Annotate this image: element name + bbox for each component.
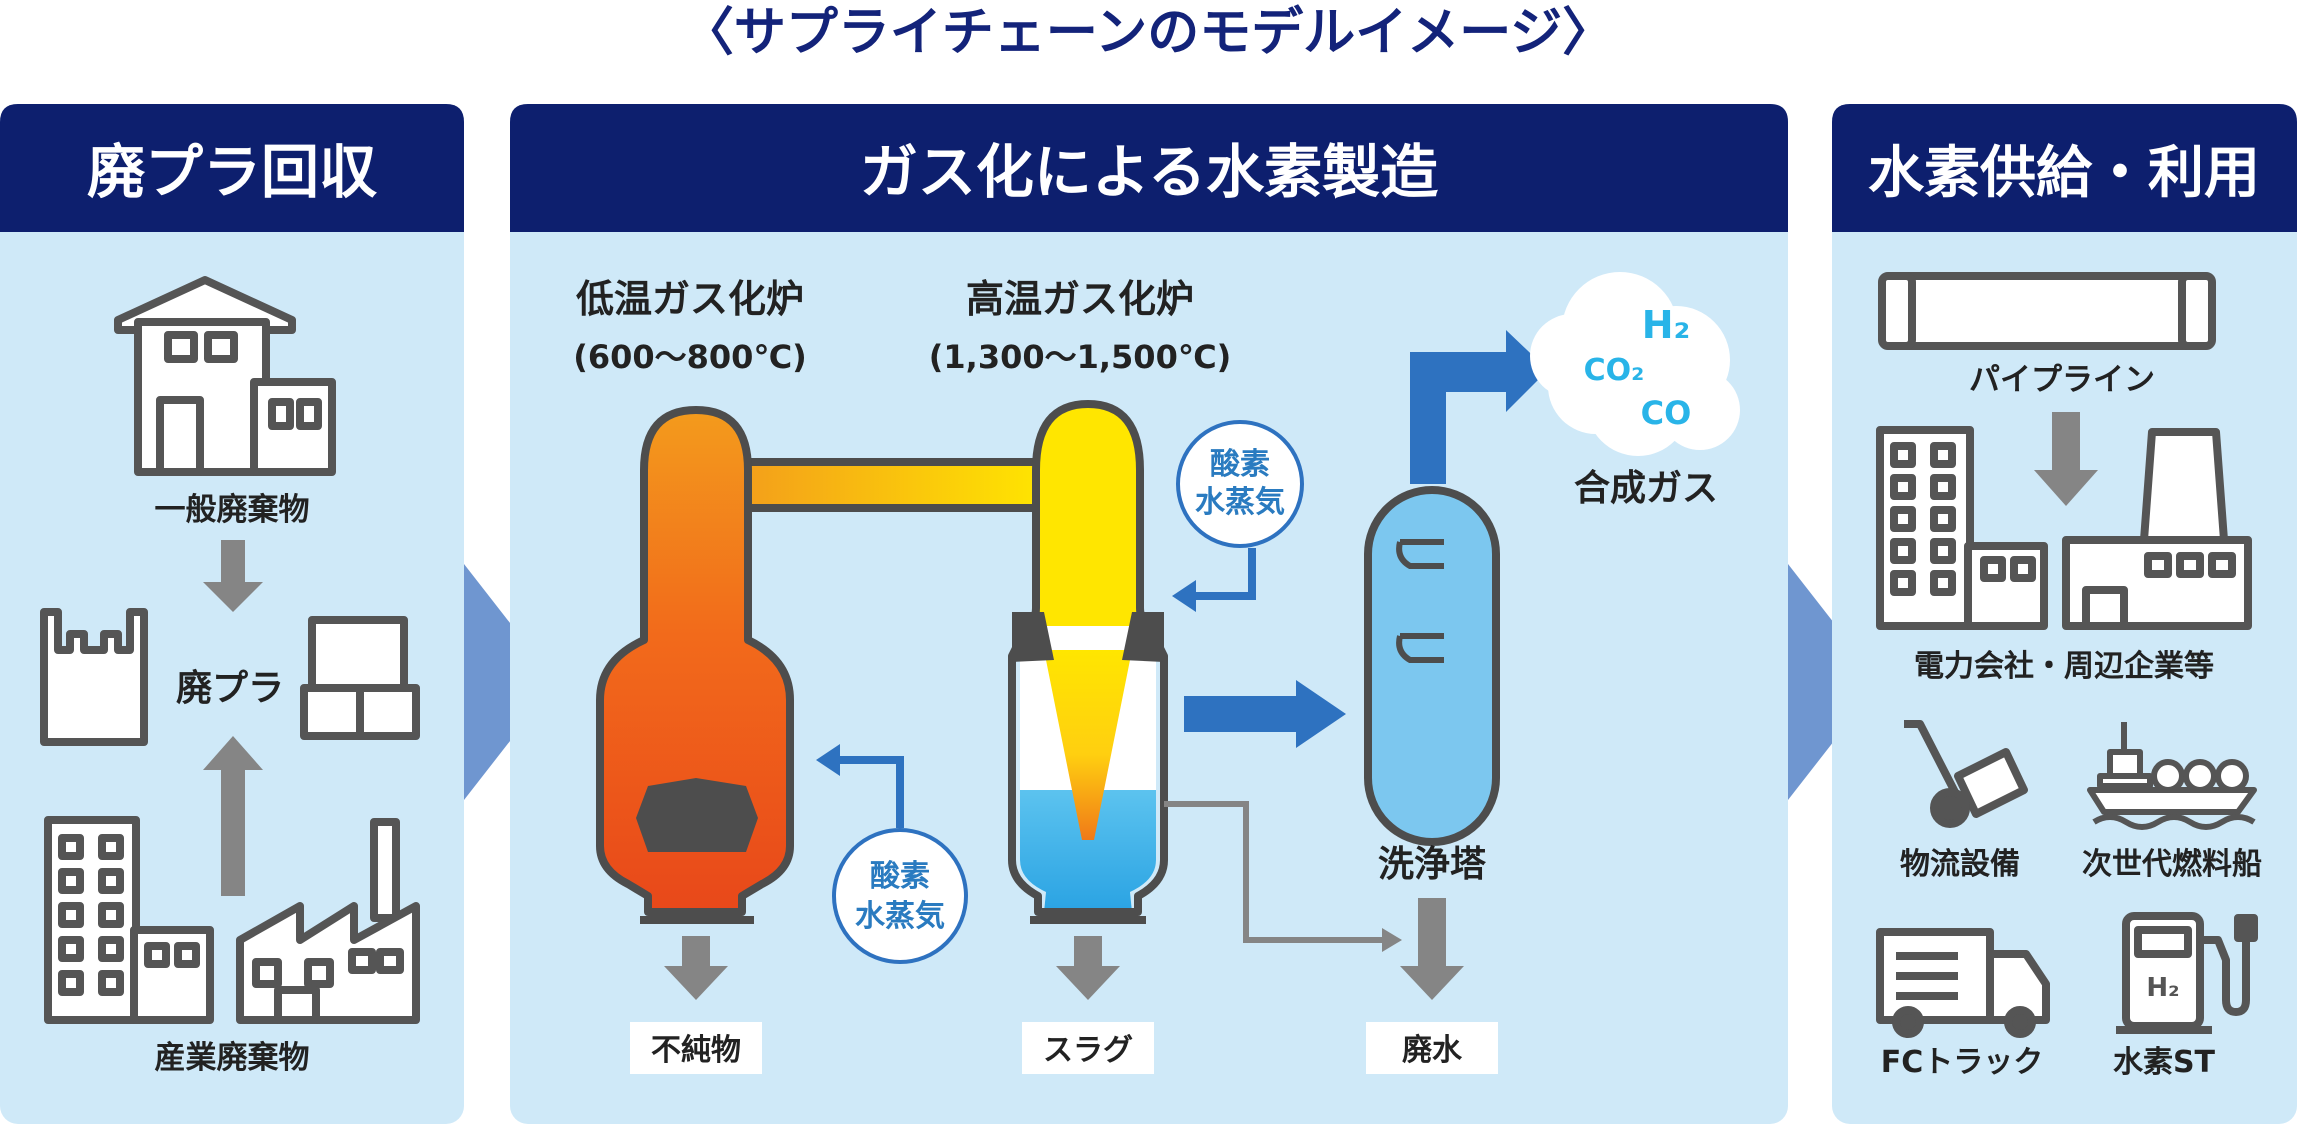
scrubber-tower-icon xyxy=(1364,486,1500,846)
arrow-down-supply-icon xyxy=(2034,412,2098,506)
impurities-box: 不純物 xyxy=(630,1022,762,1074)
syngas-cloud-icon xyxy=(1530,272,1740,456)
wastewater-line xyxy=(1164,801,1402,952)
low-temp-gasifier-icon xyxy=(596,406,794,924)
companies-label: 電力会社・周辺企業等 xyxy=(1914,649,2214,684)
wastewater-box: 廃水 xyxy=(1366,1022,1498,1074)
factory-icon xyxy=(236,818,420,1024)
company-building-icon xyxy=(1876,426,2048,630)
office-building-icon xyxy=(44,816,214,1024)
arrow-oxygen-lower-icon xyxy=(816,744,904,828)
scrubber-label: 洗浄塔 xyxy=(1378,844,1487,885)
house-icon xyxy=(114,276,336,476)
household-waste-label: 一般廃棄物 xyxy=(155,492,310,528)
supply-header-bar xyxy=(1832,104,2297,232)
arrow-slag-icon xyxy=(1056,936,1120,1000)
connecting-pipe xyxy=(726,458,1048,512)
arrow-to-syngas-icon xyxy=(1410,330,1548,484)
oxygen-label-lower: 酸素 xyxy=(870,859,930,894)
ship-icon xyxy=(2087,722,2257,830)
pipeline-label: パイプライン xyxy=(1969,362,2155,398)
production-panel: ガス化による水素製造 低温ガス化炉 (600～800℃) 高温ガス化炉 (1,3… xyxy=(510,104,1788,1124)
slag-label: スラグ xyxy=(1043,1033,1133,1068)
ship-label: 次世代燃料船 xyxy=(2082,847,2262,882)
collection-header-bar xyxy=(0,104,464,232)
supply-header: 水素供給・利用 xyxy=(1868,141,2260,206)
wastewater-label: 廃水 xyxy=(1402,1033,1463,1068)
arrow-impurities-icon xyxy=(664,936,728,1000)
high-temp-gasifier-label: 高温ガス化炉 xyxy=(966,277,1194,321)
logistics-label: 物流設備 xyxy=(1900,847,2020,882)
collection-panel: 廃プラ回収 一般廃棄物 廃プラ xyxy=(0,104,464,1124)
syngas-label: 合成ガス xyxy=(1574,468,1718,509)
co-label: CO xyxy=(1641,394,1692,432)
collection-header: 廃プラ回収 xyxy=(87,138,377,206)
h2-label: H₂ xyxy=(1642,303,1690,347)
station-icon-text: H₂ xyxy=(2146,973,2179,1003)
steam-label-lower: 水蒸気 xyxy=(855,899,945,934)
page-title: 〈サプライチェーンのモデルイメージ〉 xyxy=(682,3,1614,63)
high-temp-range-label: (1,300～1,500℃) xyxy=(929,338,1231,376)
oxygen-label-upper: 酸素 xyxy=(1210,447,1270,482)
production-header: ガス化による水素製造 xyxy=(860,138,1438,206)
steam-label-upper: 水蒸気 xyxy=(1195,485,1285,520)
industrial-waste-label: 産業廃棄物 xyxy=(155,1040,310,1076)
production-header-bar xyxy=(510,104,1788,232)
slag-box: スラグ xyxy=(1022,1022,1154,1074)
oxygen-steam-bubble-lower: 酸素 水蒸気 xyxy=(832,828,968,964)
hand-truck-icon xyxy=(1904,720,2028,828)
arrow-to-scrubber-icon xyxy=(1184,680,1346,748)
supply-panel: 水素供給・利用 パイプライン xyxy=(1832,104,2297,1124)
arrow-oxygen-upper-icon xyxy=(1172,548,1256,612)
fc-truck-label: FCトラック xyxy=(1881,1045,2044,1080)
pipeline-icon xyxy=(1878,272,2216,350)
low-temp-gasifier-label: 低温ガス化炉 xyxy=(576,277,804,321)
arrow-up-icon xyxy=(203,736,263,896)
low-temp-range-label: (600～800℃) xyxy=(573,338,807,376)
hydrogen-station-icon xyxy=(2116,912,2258,1034)
waste-plastic-label: 廃プラ xyxy=(176,668,284,709)
arrow-down-icon xyxy=(203,540,263,612)
oxygen-steam-bubble-upper: 酸素 水蒸気 xyxy=(1176,420,1304,548)
station-label: 水素ST xyxy=(2113,1045,2216,1080)
arrow-wastewater-icon xyxy=(1400,898,1464,1000)
impurities-label: 不純物 xyxy=(651,1033,741,1068)
plastic-bag-icon xyxy=(40,608,148,746)
fc-truck-icon xyxy=(1876,928,2050,1038)
high-temp-gasifier-icon xyxy=(1008,400,1168,924)
co2-label: CO₂ xyxy=(1584,353,1645,388)
food-container-icon xyxy=(300,616,420,740)
power-plant-icon xyxy=(2062,428,2252,630)
